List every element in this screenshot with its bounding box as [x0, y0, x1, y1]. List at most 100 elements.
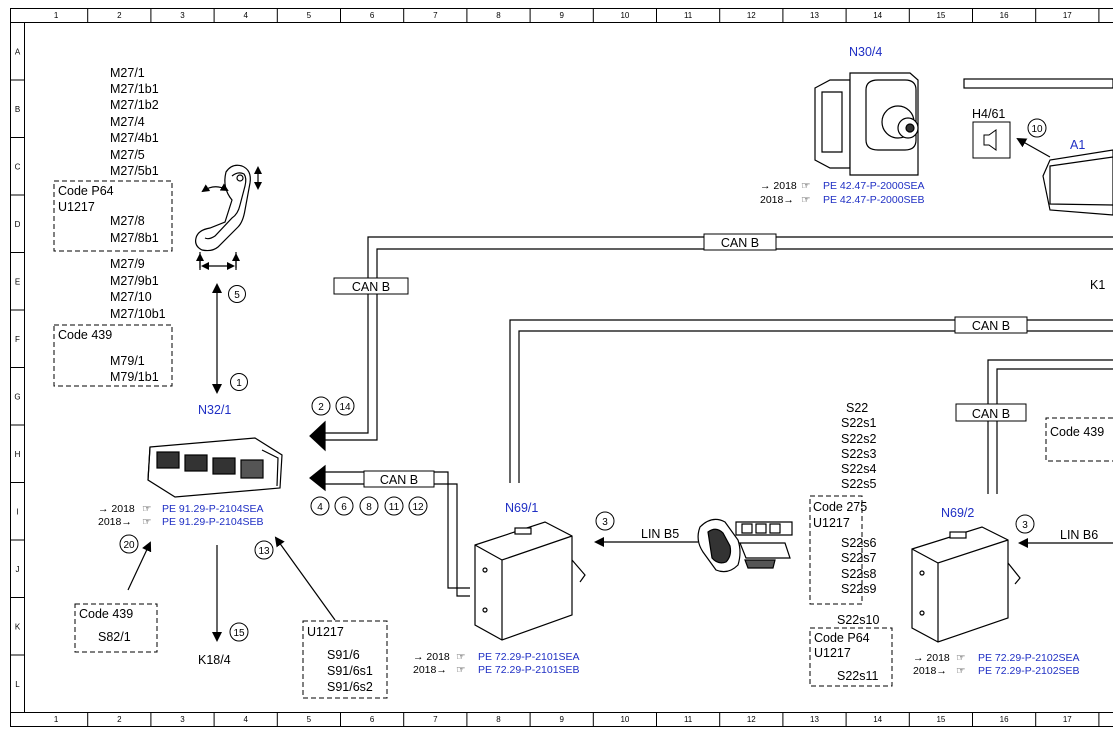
svg-text:8: 8	[366, 502, 372, 513]
svg-text:→ 2018: → 2018	[413, 651, 450, 663]
motor-label: M27/5b1	[110, 164, 159, 178]
svg-text:2018→: 2018→	[760, 194, 794, 206]
grid-col-label: 15	[936, 715, 945, 724]
seat-motor-list-2: M27/9 M27/9b1 M27/10 M27/10b1	[110, 257, 166, 321]
callout-3a: 3	[595, 511, 615, 531]
svg-text:→ 2018: → 2018	[98, 503, 135, 515]
n69-2-control-unit-icon	[911, 526, 1021, 643]
grid-col-label: 10	[620, 11, 629, 20]
switch-label: S22s9	[841, 582, 876, 596]
switch-label: S22s5	[841, 477, 876, 491]
n69-1-references: → 2018 ☞ PE 72.29-P-2101SEA 2018→ ☞ PE 7…	[413, 651, 580, 676]
grid-col-label: 12	[747, 715, 756, 724]
grid-col-label: 4	[243, 11, 248, 20]
grid-col-label: 1	[54, 11, 59, 20]
can-b-label-1: CAN B	[333, 277, 409, 295]
component-h4-61-label: H4/61	[972, 107, 1005, 121]
speaker-icon	[972, 121, 1011, 159]
svg-text:13: 13	[258, 546, 270, 557]
switch-label: S22s4	[841, 462, 876, 476]
grid-col-label: 16	[1000, 11, 1009, 20]
grid-row-label: H	[15, 450, 21, 459]
seat-motor-list: M27/1 M27/1b1 M27/1b2 M27/4 M27/4b1 M27/…	[110, 66, 159, 178]
component-k18-4-label: K18/4	[198, 653, 231, 667]
switch-label: S22	[846, 401, 868, 415]
code-title: Code 439	[58, 328, 112, 342]
switch-label: S82/1	[98, 630, 131, 644]
grid-row-label: E	[15, 277, 20, 286]
motor-label: M79/1	[110, 354, 145, 368]
can-b-label-5: CAN B	[955, 403, 1027, 422]
component-n32-1-label: N32/1	[198, 403, 231, 417]
grid-col-label: 2	[117, 11, 122, 20]
svg-text:PE 42.47-P-2000SEB: PE 42.47-P-2000SEB	[823, 194, 925, 206]
callout-3b: 3	[1015, 514, 1035, 534]
switch-label: S91/6s1	[327, 664, 373, 678]
code-subtitle: U1217	[814, 646, 851, 660]
grid-col-label: 9	[559, 11, 564, 20]
book-icon: ☞	[142, 516, 151, 528]
svg-text:4: 4	[317, 502, 323, 513]
n30-4-unit-icon	[814, 72, 919, 176]
component-n30-4-label: N30/4	[849, 45, 882, 59]
svg-text:3: 3	[1022, 520, 1028, 531]
code-subtitle: U1217	[58, 200, 95, 214]
n69-2-references: → 2018 ☞ PE 72.29-P-2102SEA 2018→ ☞ PE 7…	[913, 652, 1080, 677]
a1-instrument-cluster-icon	[1042, 149, 1113, 216]
grid-col-label: 9	[559, 715, 564, 724]
motor-label: M27/4	[110, 115, 145, 129]
lin-b5-label: LIN B5	[641, 527, 679, 541]
can-b-label-3: CAN B	[363, 470, 435, 488]
grid-col-label: 3	[180, 11, 185, 20]
svg-text:11: 11	[389, 502, 400, 513]
code-275-box: Code 275 U1217 S22s6 S22s7 S22s8 S22s9	[809, 495, 876, 605]
motor-label: M27/10	[110, 290, 152, 304]
switch-list: S22 S22s1 S22s2 S22s3 S22s4 S22s5	[841, 401, 876, 491]
svg-text:CAN B: CAN B	[352, 280, 390, 294]
callout-13: 13	[254, 540, 274, 560]
callout-5: 5	[228, 285, 246, 303]
grid-col-label: 10	[620, 715, 629, 724]
book-icon: ☞	[456, 651, 465, 663]
svg-text:5: 5	[234, 290, 240, 301]
grid-col-label: 17	[1063, 11, 1072, 20]
book-icon: ☞	[456, 664, 465, 676]
switch-label-s22s10: S22s10	[837, 613, 879, 627]
h4-61-link	[1016, 138, 1051, 158]
callout-14: 14	[335, 396, 355, 416]
book-icon: ☞	[142, 503, 151, 515]
code-439-partial-box: Code 439	[1045, 417, 1113, 462]
callout-group-4-12: 4 6 8 11 12	[310, 496, 428, 516]
code-title: Code P64	[58, 184, 114, 198]
code-p64-box-2: Code P64 U1217 S22s11	[809, 627, 893, 687]
switch-label: S22s3	[841, 447, 876, 461]
grid-col-label: 7	[433, 11, 438, 20]
svg-text:15: 15	[233, 628, 245, 639]
svg-text:CAN B: CAN B	[721, 236, 759, 250]
callout-1: 1	[230, 373, 248, 391]
code-title: Code P64	[814, 631, 870, 645]
n69-1-control-unit-icon	[474, 521, 586, 641]
code-p64-box: Code P64 U1217 M27/8 M27/8b1	[53, 180, 173, 252]
book-icon: ☞	[801, 194, 810, 206]
grid-col-label: 13	[810, 11, 819, 20]
motor-label: M27/8b1	[110, 231, 159, 245]
callout-10: 10	[1027, 118, 1047, 138]
switch-label: S91/6s2	[327, 680, 373, 694]
s91-link	[274, 536, 336, 621]
code-439-box-2: Code 439 S82/1	[74, 603, 158, 653]
grid-col-label: 5	[307, 715, 312, 724]
code-title: Code 439	[79, 607, 133, 621]
svg-text:2018→: 2018→	[98, 516, 132, 528]
grid-ticks	[10, 8, 1100, 727]
s82-link	[127, 541, 152, 591]
grid-row-label: L	[15, 680, 20, 689]
can-b-label-2: CAN B	[703, 233, 777, 251]
grid-col-label: 8	[496, 11, 501, 20]
grid-row-label: G	[14, 392, 20, 401]
u1217-box: U1217 S91/6 S91/6s1 S91/6s2	[302, 620, 388, 699]
grid-col-label: 12	[747, 11, 756, 20]
grid-col-label: 15	[936, 11, 945, 20]
lin-b6-label: LIN B6	[1060, 528, 1098, 542]
can-b-bus-n69-2	[987, 359, 1113, 494]
